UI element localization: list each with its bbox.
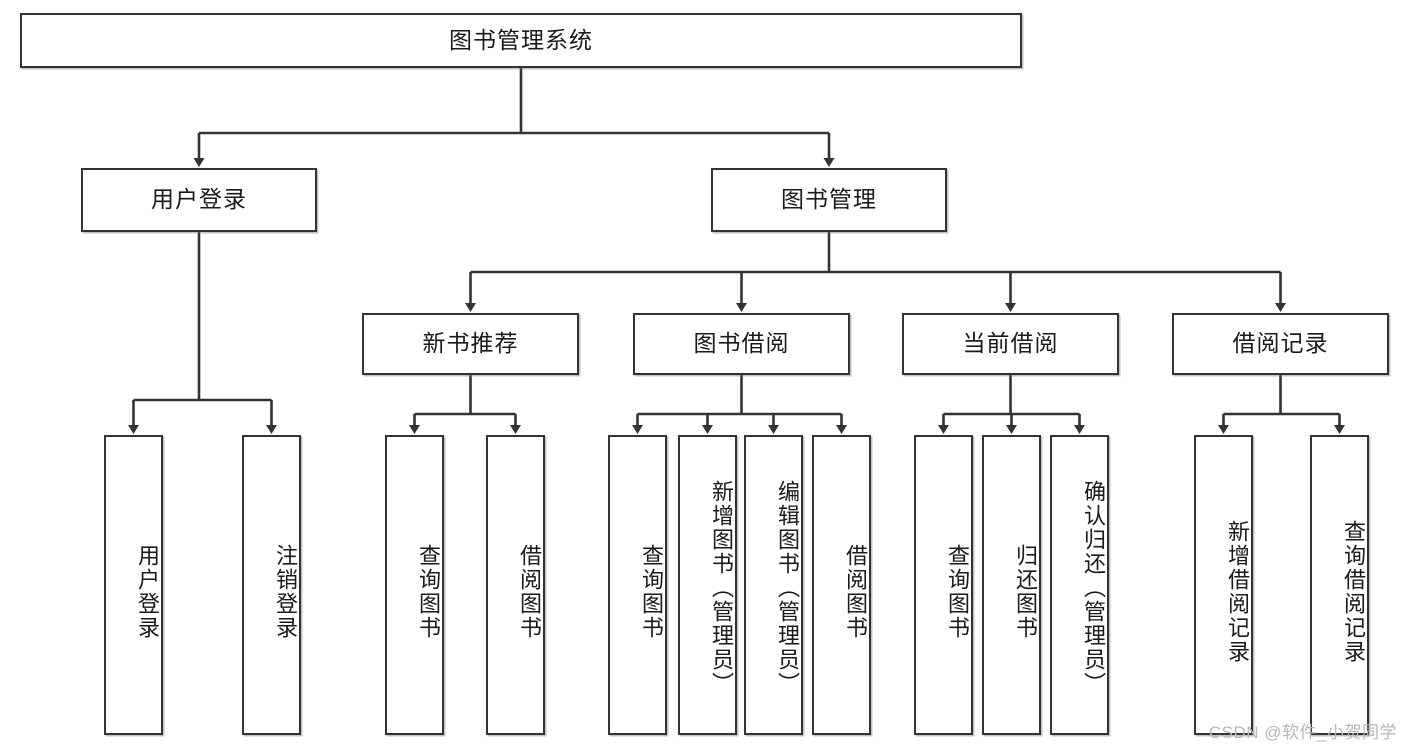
node-book-management-label: 图书管理	[781, 186, 877, 213]
leaf-add-book-admin-label: 新增图书（管理员）	[709, 480, 734, 696]
node-borrow-record-label: 借阅记录	[1232, 330, 1329, 357]
leaf-user-login[interactable]: 用户登录	[104, 435, 163, 735]
node-book-borrow[interactable]: 图书借阅	[633, 313, 850, 375]
node-root[interactable]: 图书管理系统	[20, 13, 1022, 68]
leaf-user-login-label: 用户登录	[135, 544, 160, 640]
leaf-edit-book-admin[interactable]: 编辑图书（管理员）	[744, 435, 803, 735]
leaf-query-books-borrow-label: 查询图书	[639, 544, 664, 640]
leaf-query-books-current[interactable]: 查询图书	[914, 435, 973, 735]
leaf-logout-login-label: 注销登录	[273, 544, 298, 640]
leaf-return-books-label: 归还图书	[1013, 544, 1038, 640]
node-user-login-label: 用户登录	[151, 186, 247, 213]
leaf-query-borrow-record[interactable]: 查询借阅记录	[1310, 435, 1369, 735]
leaf-logout-login[interactable]: 注销登录	[242, 435, 301, 735]
leaf-query-books-current-label: 查询图书	[945, 544, 970, 640]
leaf-confirm-return-admin[interactable]: 确认归还（管理员）	[1050, 435, 1109, 735]
leaf-edit-book-admin-label: 编辑图书（管理员）	[775, 480, 800, 696]
leaf-borrow-books-recommend[interactable]: 借阅图书	[486, 435, 545, 735]
leaf-query-borrow-record-label: 查询借阅记录	[1341, 520, 1366, 664]
node-new-book-recommend-label: 新书推荐	[422, 330, 519, 357]
leaf-confirm-return-admin-label: 确认归还（管理员）	[1081, 480, 1106, 696]
leaf-return-books[interactable]: 归还图书	[982, 435, 1041, 735]
leaf-add-book-admin[interactable]: 新增图书（管理员）	[678, 435, 737, 735]
node-user-login[interactable]: 用户登录	[81, 168, 317, 232]
leaf-borrow-books-borrow-label: 借阅图书	[843, 544, 868, 640]
node-book-borrow-label: 图书借阅	[693, 330, 790, 357]
leaf-add-borrow-record[interactable]: 新增借阅记录	[1194, 435, 1253, 735]
node-new-book-recommend[interactable]: 新书推荐	[362, 313, 579, 375]
leaf-query-books-borrow[interactable]: 查询图书	[608, 435, 667, 735]
node-root-label: 图书管理系统	[449, 26, 593, 53]
node-borrow-record[interactable]: 借阅记录	[1172, 313, 1389, 375]
leaf-query-books-recommend[interactable]: 查询图书	[385, 435, 444, 735]
watermark: CSDN @软件_小贺同学	[1208, 723, 1397, 742]
leaf-borrow-books-borrow[interactable]: 借阅图书	[812, 435, 871, 735]
node-current-borrow-label: 当前借阅	[962, 330, 1059, 357]
leaf-borrow-books-recommend-label: 借阅图书	[517, 544, 542, 640]
leaf-add-borrow-record-label: 新增借阅记录	[1225, 520, 1250, 664]
node-book-management[interactable]: 图书管理	[711, 168, 947, 232]
node-current-borrow[interactable]: 当前借阅	[902, 313, 1119, 375]
leaf-query-books-recommend-label: 查询图书	[416, 544, 441, 640]
